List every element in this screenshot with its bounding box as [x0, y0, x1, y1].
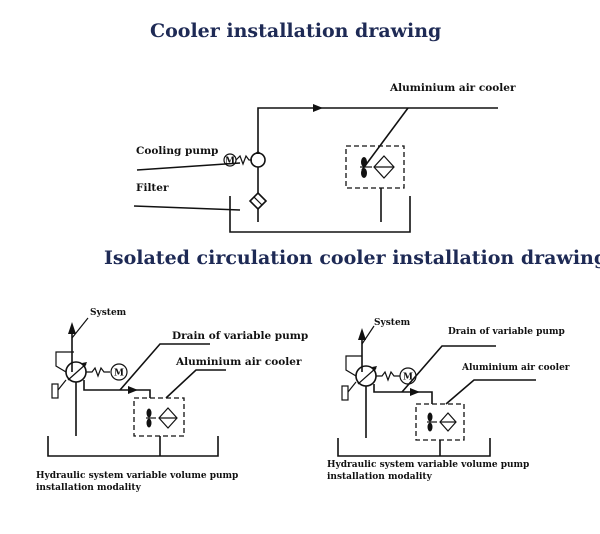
left-regulator-icon: [51, 383, 59, 399]
left-caption-line2: installation modality: [36, 483, 142, 493]
right-cooler-label: Aluminium air cooler: [461, 363, 570, 373]
top-coupling-icon: [235, 154, 252, 166]
top-pump-icon: [250, 152, 266, 168]
left-cooler-label: Aluminium air cooler: [175, 356, 302, 368]
left-coupling-icon: [86, 366, 110, 378]
top-installation-diagram: M Aluminium air cooler Cooling pump Filt…: [133, 82, 516, 233]
right-caption-line2: installation modality: [327, 472, 433, 482]
left-drain-leader: [119, 343, 210, 391]
top-cooler-label: Aluminium air cooler: [389, 82, 516, 94]
top-exchanger-icon: [373, 155, 395, 179]
right-coupling-icon: [376, 370, 400, 382]
left-system-arrow: [68, 322, 76, 334]
top-motor-symbol: M: [225, 157, 235, 167]
right-flow-arrow: [410, 388, 420, 396]
left-regulator-line: [55, 351, 74, 373]
right-installation-diagram: M System Drain of variable pump: [327, 318, 570, 482]
top-pump-line: [136, 162, 241, 171]
left-drain-label: Drain of variable pump: [172, 330, 308, 342]
right-tank: [337, 438, 491, 457]
top-filter-label: Filter: [136, 182, 169, 194]
right-regulator-icon: [341, 385, 349, 401]
right-fan-icon: [427, 412, 437, 432]
left-drain-pipe: [83, 380, 151, 398]
top-pump-label: Cooling pump: [136, 145, 218, 157]
left-installation-diagram: M: [36, 308, 308, 493]
right-exchanger-icon: [439, 412, 457, 432]
top-tank: [229, 196, 411, 233]
top-cooler-leader: [361, 107, 409, 171]
isolated-title: Isolated circulation cooler installation…: [104, 247, 600, 269]
main-title: Cooler installation drawing: [150, 20, 442, 42]
right-caption-line1: Hydraulic system variable volume pump: [327, 460, 529, 470]
left-cooler-leader: [165, 369, 226, 399]
left-motor-icon: [110, 363, 128, 381]
left-caption-line1: Hydraulic system variable volume pump: [36, 471, 238, 481]
right-system-leader: [361, 325, 375, 345]
left-system-label: System: [90, 308, 127, 318]
top-supply-pipe: [257, 107, 498, 152]
left-fan-icon: [146, 408, 156, 428]
left-exchanger-icon: [158, 407, 178, 429]
right-drain-pipe: [373, 384, 433, 404]
right-regulator-line: [345, 355, 362, 377]
right-system-label: System: [374, 318, 411, 328]
top-cooler-box: [345, 145, 405, 189]
right-drain-leader: [401, 345, 496, 393]
left-motor-symbol: M: [114, 369, 124, 379]
right-drain-label: Drain of variable pump: [448, 327, 565, 337]
top-fan-icon: [360, 157, 372, 178]
left-flow-arrow: [128, 386, 138, 394]
right-system-arrow: [358, 328, 366, 340]
right-motor-symbol: M: [403, 373, 413, 383]
top-flow-arrow: [313, 104, 323, 112]
left-cooler-box: [133, 397, 185, 437]
left-tank: [47, 436, 219, 457]
left-system-leader: [71, 317, 89, 339]
top-filter-line: [133, 205, 241, 211]
right-cooler-leader: [445, 379, 536, 405]
